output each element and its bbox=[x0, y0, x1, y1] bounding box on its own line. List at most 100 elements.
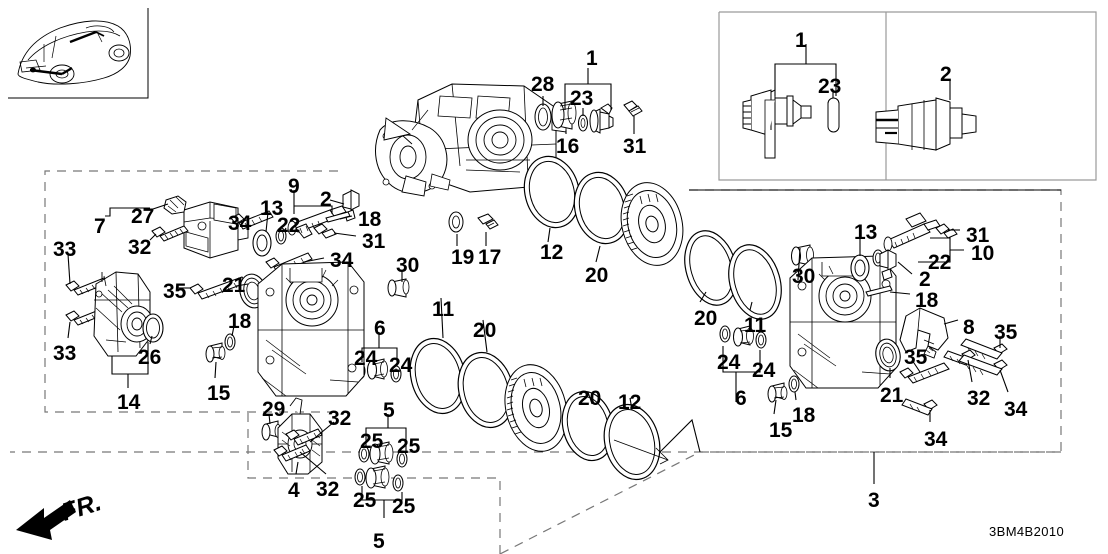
callout-31[interactable]: 31 bbox=[362, 230, 386, 253]
callout-15[interactable]: 15 bbox=[769, 419, 793, 442]
callout-31[interactable]: 31 bbox=[966, 224, 990, 247]
callout-34[interactable]: 34 bbox=[228, 212, 252, 235]
callout-18[interactable]: 18 bbox=[792, 404, 816, 427]
part-30-drawing-left bbox=[387, 278, 410, 298]
callout-12[interactable]: 12 bbox=[618, 391, 642, 414]
callout-33[interactable]: 33 bbox=[53, 342, 77, 365]
part-6-drawing-mid bbox=[367, 358, 388, 380]
callout-35[interactable]: 35 bbox=[163, 280, 187, 303]
callout-25[interactable]: 25 bbox=[360, 430, 384, 453]
rear-cover-right-drawing bbox=[789, 255, 897, 389]
callout-16[interactable]: 16 bbox=[556, 135, 580, 158]
callout-25[interactable]: 25 bbox=[392, 495, 416, 518]
callout-23[interactable]: 23 bbox=[570, 87, 594, 110]
detail-part-1-drawing bbox=[742, 89, 812, 159]
part-24-drawing-r2 bbox=[755, 331, 767, 349]
callout-2[interactable]: 2 bbox=[940, 63, 952, 86]
callout-21[interactable]: 21 bbox=[222, 274, 246, 297]
part-6-drawing-right bbox=[733, 325, 754, 347]
callout-23[interactable]: 23 bbox=[818, 75, 842, 98]
callout-32[interactable]: 32 bbox=[967, 387, 991, 410]
callout-9[interactable]: 9 bbox=[288, 175, 300, 198]
callout-24[interactable]: 24 bbox=[717, 351, 741, 374]
callout-15[interactable]: 15 bbox=[207, 382, 231, 405]
callout-32[interactable]: 32 bbox=[316, 478, 340, 501]
part-34-drawing-left bbox=[230, 210, 274, 230]
part-34-drawing-r2 bbox=[958, 354, 1008, 376]
callout-11[interactable]: 11 bbox=[744, 314, 767, 337]
callout-2[interactable]: 2 bbox=[320, 188, 332, 211]
callout-2[interactable]: 2 bbox=[919, 268, 931, 291]
callout-3[interactable]: 3 bbox=[868, 489, 880, 512]
part-32-drawing-bot-a bbox=[273, 444, 311, 462]
callout-10[interactable]: 10 bbox=[971, 242, 995, 265]
callout-29[interactable]: 29 bbox=[262, 398, 286, 421]
right-assembly-group-boundary bbox=[10, 189, 1062, 453]
detail-part-2-drawing bbox=[875, 97, 977, 151]
callout-13[interactable]: 13 bbox=[854, 221, 878, 244]
callout-8[interactable]: 8 bbox=[963, 316, 975, 339]
callout-22[interactable]: 22 bbox=[277, 214, 301, 237]
callout-18[interactable]: 18 bbox=[358, 208, 382, 231]
part-18-drawing-left bbox=[224, 333, 236, 351]
callout-35[interactable]: 35 bbox=[904, 346, 928, 369]
callout-4[interactable]: 4 bbox=[288, 479, 300, 502]
part-1-drawing bbox=[589, 103, 614, 134]
callout-27[interactable]: 27 bbox=[131, 205, 155, 228]
callout-34[interactable]: 34 bbox=[1004, 398, 1028, 421]
callout-5[interactable]: 5 bbox=[373, 530, 385, 553]
callout-20[interactable]: 20 bbox=[578, 387, 602, 410]
part-31-drawing-top bbox=[623, 100, 643, 117]
callout-20[interactable]: 20 bbox=[473, 319, 497, 342]
part-23-drawing bbox=[578, 114, 588, 132]
callout-21[interactable]: 21 bbox=[880, 384, 904, 407]
part-18-drawing-right bbox=[865, 285, 893, 297]
callout-6[interactable]: 6 bbox=[735, 387, 747, 410]
callout-30[interactable]: 30 bbox=[792, 265, 816, 288]
callout-32[interactable]: 32 bbox=[128, 236, 152, 259]
callout-18[interactable]: 18 bbox=[915, 289, 939, 312]
callout-13[interactable]: 13 bbox=[260, 197, 284, 220]
callout-24[interactable]: 24 bbox=[752, 359, 776, 382]
callout-25[interactable]: 25 bbox=[397, 435, 421, 458]
part-11-drawing-mid bbox=[409, 337, 467, 415]
callout-18[interactable]: 18 bbox=[228, 310, 252, 333]
callout-32[interactable]: 32 bbox=[328, 407, 352, 430]
callout-1[interactable]: 1 bbox=[795, 29, 807, 52]
callout-20[interactable]: 20 bbox=[585, 264, 609, 287]
part-15-drawing-right bbox=[767, 382, 788, 403]
callout-24[interactable]: 24 bbox=[389, 354, 413, 377]
part-8-drawing bbox=[899, 307, 949, 359]
clutch-gear-drawing-mid bbox=[504, 364, 568, 452]
callout-11[interactable]: 11 bbox=[432, 298, 455, 321]
callout-31[interactable]: 31 bbox=[623, 135, 647, 158]
callout-17[interactable]: 17 bbox=[478, 246, 502, 269]
callout-34[interactable]: 34 bbox=[924, 428, 948, 451]
part-31-drawing-right bbox=[935, 223, 958, 239]
part-32-drawing-topleft bbox=[151, 225, 189, 242]
callout-6[interactable]: 6 bbox=[374, 317, 386, 340]
callout-28[interactable]: 28 bbox=[531, 73, 555, 96]
callout-25[interactable]: 25 bbox=[353, 489, 377, 512]
part-27-drawing bbox=[163, 195, 187, 215]
callout-20[interactable]: 20 bbox=[694, 307, 718, 330]
callout-19[interactable]: 19 bbox=[451, 246, 475, 269]
part-2-drawing-right bbox=[879, 249, 897, 281]
callout-35[interactable]: 35 bbox=[994, 321, 1018, 344]
callout-24[interactable]: 24 bbox=[354, 347, 378, 370]
callout-33[interactable]: 33 bbox=[53, 238, 77, 261]
callout-14[interactable]: 14 bbox=[117, 391, 141, 414]
callout-22[interactable]: 22 bbox=[928, 251, 952, 274]
part-13-drawing-left bbox=[252, 229, 272, 257]
part-5-group-drawing bbox=[354, 441, 408, 492]
callout-34[interactable]: 34 bbox=[330, 249, 354, 272]
callout-30[interactable]: 30 bbox=[396, 254, 420, 277]
callout-26[interactable]: 26 bbox=[138, 346, 162, 369]
callout-5[interactable]: 5 bbox=[383, 399, 395, 422]
callout-1[interactable]: 1 bbox=[586, 47, 598, 70]
group-boundary-solid-joins bbox=[659, 189, 1061, 453]
rear-housing-left-drawing bbox=[257, 261, 365, 397]
callout-12[interactable]: 12 bbox=[540, 241, 564, 264]
callout-7[interactable]: 7 bbox=[94, 215, 106, 238]
